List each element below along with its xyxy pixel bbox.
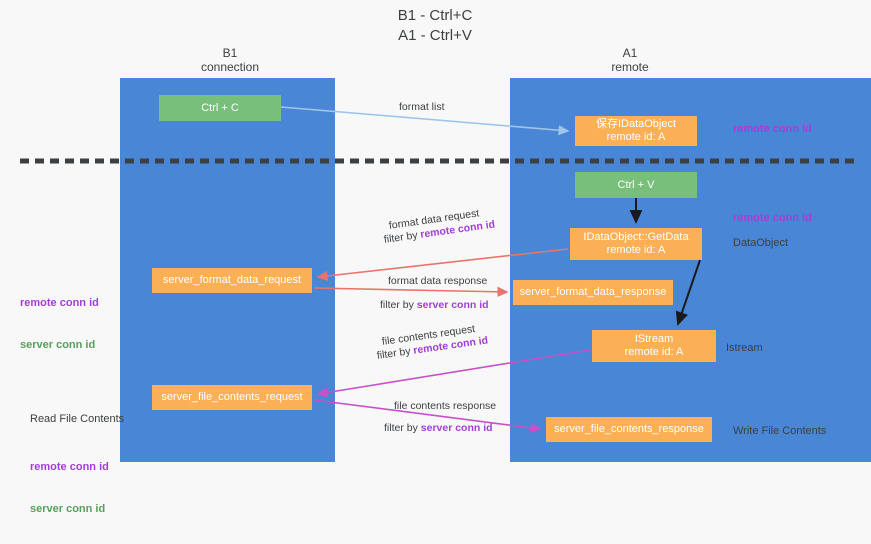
page-title: B1 - Ctrl+C A1 - Ctrl+V [397, 7, 473, 44]
node-ctrl-c[interactable]: Ctrl + C [159, 95, 281, 121]
annotation-write-file-contents: Write File Contents [733, 425, 827, 437]
node-server-file-contents-response[interactable]: server_file_contents_response [546, 417, 712, 442]
annotation-remote-conn-id-mid: remote conn id [733, 212, 812, 224]
swimlane-title-a1: A1 remote [611, 46, 649, 74]
node-ctrl-v[interactable]: Ctrl + V [575, 172, 697, 198]
node-istream[interactable]: IStream remote id: A [592, 330, 716, 362]
edge-label-file-contents-response: file contents response [394, 400, 497, 412]
filter-key-server-conn-id: server conn id [416, 299, 489, 311]
annotation-istream: Istream [726, 342, 763, 354]
annotation-remote-conn-id: remote conn id [20, 297, 99, 309]
edge-label-format-data-response: format data response [388, 275, 488, 287]
edge-label-format-data-response-filter: filter by server conn id [380, 298, 489, 312]
annotation-left-conn-ids: remote conn id server conn id [20, 268, 99, 380]
swimlane-title-b1: B1 connection [200, 46, 260, 74]
node-idataobject[interactable]: 保存IDataObject remote id: A [575, 116, 697, 146]
filter-prefix: filter by [376, 344, 415, 362]
annotation-left-read-file: Read File Contents remote conn id server… [30, 384, 124, 544]
annotation-dataobject: DataObject [733, 237, 789, 249]
diagram-canvas: B1 - Ctrl+C A1 - Ctrl+V B1 connection A1… [20, 7, 871, 515]
node-idataobject-getdata[interactable]: IDataObject::GetData remote id: A [570, 228, 702, 260]
annotation-read-file-contents: Read File Contents [30, 413, 125, 425]
node-server-file-contents-request[interactable]: server_file_contents_request [152, 385, 312, 410]
edge-label-file-contents-response-filter: filter by server conn id [384, 421, 493, 435]
annotation-remote-conn-id-2: remote conn id [30, 461, 109, 473]
node-server-format-data-request[interactable]: server_format_data_request [152, 268, 312, 293]
edge-label-format-list: format list [399, 101, 445, 113]
node-server-format-data-response[interactable]: server_format_data_response [513, 280, 673, 305]
filter-key-server-conn-id: server conn id [420, 422, 493, 434]
filter-prefix: filter by [384, 422, 421, 434]
annotation-remote-conn-id-top: remote conn id [733, 123, 812, 135]
filter-prefix: filter by [380, 299, 417, 311]
annotation-server-conn-id-2: server conn id [30, 503, 106, 515]
annotation-server-conn-id: server conn id [20, 339, 96, 351]
filter-prefix: filter by [383, 228, 422, 246]
edge-format-data-response [313, 286, 509, 297]
